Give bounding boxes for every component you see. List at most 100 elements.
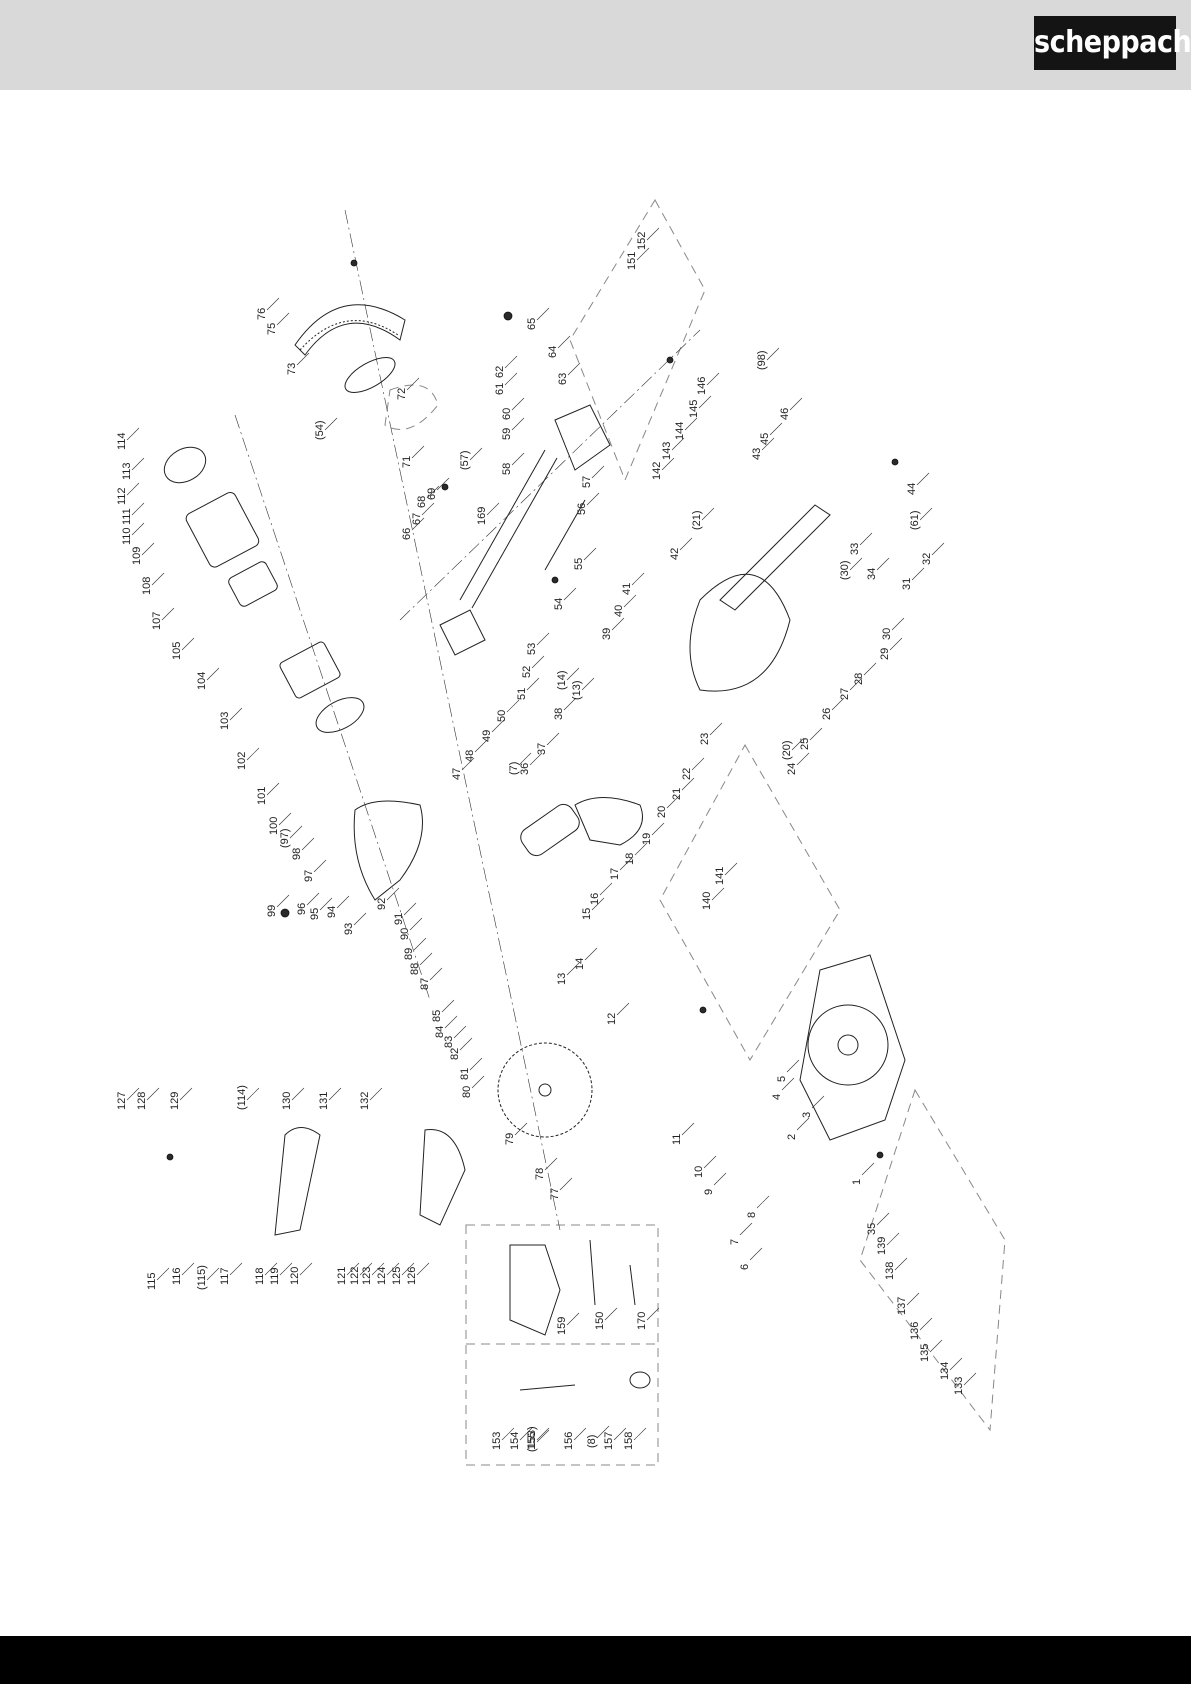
leader-line [181,637,195,651]
leader-line [324,417,338,431]
part-label: 113 [121,462,133,480]
part-label: 25 [799,738,811,750]
leader-line [511,452,525,466]
part-label: 33 [849,543,861,555]
part-label: 93 [343,923,355,935]
leader-line [756,1195,770,1209]
leader-line [386,887,400,901]
leader-line [563,587,577,601]
part-label: 7 [729,1239,741,1245]
part-label: (114) [236,1085,248,1110]
leader-line [461,757,475,771]
part-label: (61) [909,510,921,530]
leader-line [536,632,550,646]
leader-line [706,372,720,386]
part-label: 133 [953,1377,965,1395]
leader-line [761,437,775,451]
part-label: 145 [688,400,700,418]
upper-blade-guard [294,304,406,393]
leader-line [313,859,327,873]
part-label: 144 [674,422,686,440]
part-label: 67 [411,513,423,525]
leader-line [436,477,450,491]
leader-line [949,1357,963,1371]
part-label: 58 [501,463,513,475]
leader-line [246,747,260,761]
part-label: (7) [508,762,520,775]
part-label: 79 [504,1133,516,1145]
part-label: 10 [693,1166,705,1178]
part-label: 39 [601,628,613,640]
part-label: 136 [909,1322,921,1340]
leader-line [504,372,518,386]
leader-line [636,247,650,261]
part-label: 9 [703,1189,715,1195]
part-label: 43 [751,448,763,460]
leader-line [786,1059,800,1073]
leader-line [861,1162,875,1176]
part-label: 64 [547,346,559,358]
leader-line [369,1087,383,1101]
leader-line [179,1087,193,1101]
leader-line [711,887,725,901]
part-label: 114 [116,432,128,450]
leader-line [681,1122,695,1136]
part-label: 48 [464,750,476,762]
leader-line [573,1427,587,1441]
part-label: (98) [756,350,768,370]
part-label: 141 [714,867,726,885]
dashed-groups [384,199,1006,1466]
part-label: 21 [671,788,683,800]
leader-line [666,795,680,809]
leader-line [409,917,423,931]
part-label: 44 [906,483,918,495]
leader-line [229,1262,243,1276]
leader-line [511,417,525,431]
leader-line [278,812,292,826]
gear-housing [353,800,423,901]
rail-carrier [439,404,611,656]
leader-line [796,1117,810,1131]
part-label: 105 [171,642,183,660]
part-label: 85 [431,1010,443,1022]
leader-line [931,542,945,556]
part-label: 46 [779,408,791,420]
part-label: 52 [521,666,533,678]
part-label: 65 [526,318,538,330]
leader-line [586,492,600,506]
leader-line [566,667,580,681]
leader-line [126,1087,140,1101]
leader-line [679,537,693,551]
leader-line [859,532,873,546]
leader-line [886,1232,900,1246]
part-label: 120 [289,1267,301,1285]
handle-assembly [274,1127,466,1236]
leader-line [891,617,905,631]
leader-line [684,417,698,431]
part-label: 107 [151,612,163,630]
part-label: 11 [671,1134,683,1145]
leader-line [276,312,290,326]
part-label: 73 [286,363,298,375]
axis-lines [234,209,701,1231]
part-label: 49 [481,730,493,742]
part-label: 47 [451,768,463,780]
leader-line [583,547,597,561]
leader-line [469,1057,483,1071]
part-label: 16 [589,893,601,905]
part-label: 27 [839,688,851,700]
leader-line [296,352,310,366]
leader-line [584,947,598,961]
leader-line [229,707,243,721]
leader-line [411,445,425,459]
leader-line [809,727,823,741]
part-label: 18 [624,853,636,865]
part-label: 32 [921,553,933,565]
leader-line [276,894,290,908]
leader-line [703,1155,717,1169]
part-label: 131 [318,1092,330,1110]
part-label: 8 [746,1212,758,1218]
leader-line [421,502,435,516]
part-label: 158 [623,1432,635,1450]
part-label: 159 [556,1317,568,1335]
